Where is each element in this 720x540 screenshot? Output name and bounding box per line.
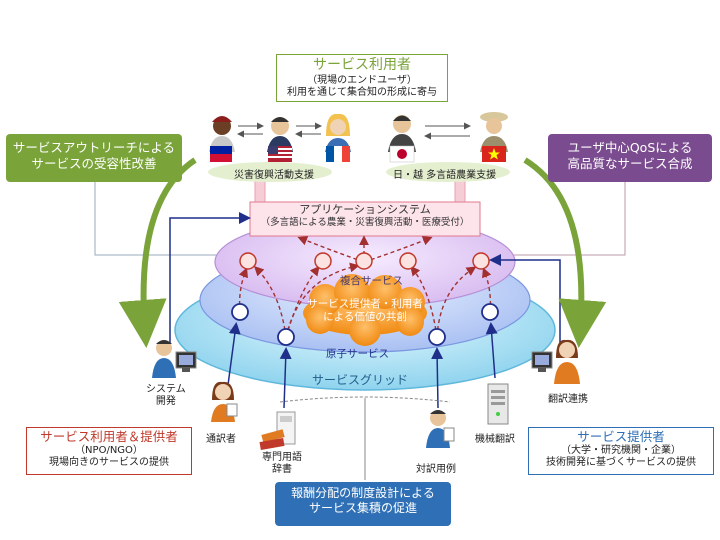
left-group-oval [208,162,332,182]
machine-translation-label: 機械翻訳 [475,434,515,445]
reward-design-box: 報酬分配の制度設計による サービス集積の促進 [275,482,451,526]
service-users-line1: （現場のエンドユーザ） [307,74,417,86]
japan-flag-icon [389,145,415,163]
connector-left [94,180,245,256]
outreach-line1: サービスアウトリーチによる [12,140,176,155]
exchange-arrows-right [424,122,471,140]
service-users-line2: 利用を通じて集合知の形成に寄与 [287,87,437,98]
green-arrow-right [523,157,607,348]
outreach-line2: サービスの受容性改善 [31,155,157,171]
grid-brace [279,396,451,403]
dictionary-label: 専門用語 辞書 [262,452,302,475]
parallel-label: 対訳用例 [416,464,456,475]
qos-line2: 高品質なサービス合成 [567,155,693,171]
app-system-label: アプリケーションシステム （多言語による農業・災害復興活動・医療受付） [250,203,480,235]
composite-service-label: 複合サービス [340,275,403,287]
qos-line1: ユーザ中心QoSによる [567,140,693,155]
exchange-arrows-left [237,122,322,138]
service-grid-label: サービスグリッド [312,373,409,387]
dictionary-icon [259,411,296,451]
system-dev-label: システム 開発 [146,384,186,407]
user-provider-title: サービス利用者＆提供者 [40,429,178,444]
provider-line1: （大学・研究機関・企業） [561,444,681,456]
usa-flag-icon [268,146,292,162]
right-group-label: 日・越 多言語農業支援 [393,170,497,181]
user-provider-line2: 現場向きのサービスの提供 [49,457,169,469]
server-icon [487,383,509,425]
france-flag-icon [326,146,350,162]
translation-link-person-icon [531,339,580,384]
co-creation-cloud [303,274,427,346]
atomic-nodes [231,303,499,346]
cloud-line2: による価値の共創 [323,311,407,324]
connector-right [475,180,626,256]
right-group-oval [386,162,510,182]
qos-box: ユーザ中心QoSによる 高品質なサービス合成 [548,134,712,182]
user-provider-line1: （NPO/NGO） [75,444,143,456]
atomic-service-label: 原子サービス [326,348,389,360]
vietnam-flag-icon [482,146,506,162]
outreach-box: サービスアウトリーチによる サービスの受容性改善 [6,134,182,182]
cloud-line1: サービス提供者・利用者 [307,298,423,310]
interpreter-icon [211,381,238,422]
provider-title: サービス提供者 [577,429,665,444]
haiti-flag-icon [210,146,232,162]
service-users-title: サービス利用者 [313,57,411,73]
interpreter-label: 通訳者 [206,434,236,445]
provider-line2: 技術開発に基づくサービスの提供 [546,457,696,469]
parallel-text-person-icon [426,410,455,448]
reward-line2: サービス集積の促進 [308,501,417,515]
reward-line1: 報酬分配の制度設計による [291,486,435,500]
composite-nodes [239,252,490,270]
provider-box: サービス提供者 （大学・研究機関・企業） 技術開発に基づくサービスの提供 [528,427,714,475]
user-provider-box: サービス利用者＆提供者 （NPO/NGO） 現場向きのサービスの提供 [26,427,192,475]
translation-link-label: 翻訳連携 [548,394,588,405]
app-system-line1: アプリケーションシステム [299,203,431,216]
service-users-box: サービス利用者 （現場のエンドユーザ） 利用を通じて集合知の形成に寄与 [276,54,448,102]
cloud-label: サービス提供者・利用者 による価値の共創 [300,298,430,324]
developer-icon [152,340,197,378]
left-group-label: 災害復興活動支援 [234,170,314,181]
app-system-line2: （多言語による農業・災害復興活動・医療受付） [260,216,470,228]
